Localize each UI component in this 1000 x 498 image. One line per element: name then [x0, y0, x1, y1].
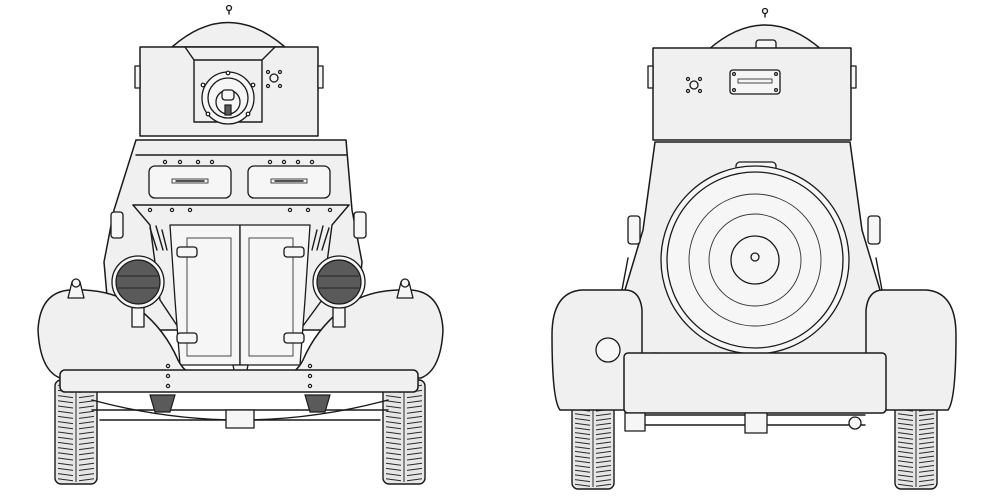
rivet	[305, 207, 311, 213]
rivet	[267, 159, 273, 165]
rear-vision-slot	[729, 69, 781, 95]
rear-view	[551, 7, 957, 490]
gun-mantlet	[200, 70, 256, 125]
rivet	[187, 207, 193, 213]
rear-view-tires	[571, 394, 938, 490]
front-tire-left	[54, 379, 98, 485]
front-view-tires	[54, 379, 426, 485]
rear-lamp	[595, 337, 621, 363]
front-bumper	[59, 369, 419, 393]
radiator-doors	[169, 224, 311, 381]
rivet	[195, 159, 201, 165]
rivet	[169, 207, 175, 213]
rear-tire-left	[571, 394, 615, 490]
front-view	[37, 4, 444, 485]
turret-dome-rear	[707, 24, 823, 51]
rivet	[287, 207, 293, 213]
turret-dome	[171, 21, 286, 48]
spare-wheel	[660, 165, 850, 355]
vision-louver-right	[247, 165, 331, 199]
rivet	[147, 207, 153, 213]
rivet	[162, 159, 168, 165]
vision-port	[269, 73, 279, 83]
headlight-left	[111, 255, 165, 328]
rivet	[309, 159, 315, 165]
hull-rivets	[147, 159, 333, 213]
rivet	[281, 159, 287, 165]
fender-right	[280, 289, 444, 379]
headlight-right	[312, 255, 366, 328]
rivet	[295, 159, 301, 165]
rear-bumper	[623, 352, 887, 414]
rivet	[177, 159, 183, 165]
front-tire-right	[382, 379, 426, 485]
rear-pistol-port	[689, 80, 699, 90]
rivet	[209, 159, 215, 165]
vision-louver-left	[148, 165, 232, 199]
rear-fender-right	[865, 289, 957, 411]
fender-left	[37, 289, 201, 379]
rivet	[327, 207, 333, 213]
